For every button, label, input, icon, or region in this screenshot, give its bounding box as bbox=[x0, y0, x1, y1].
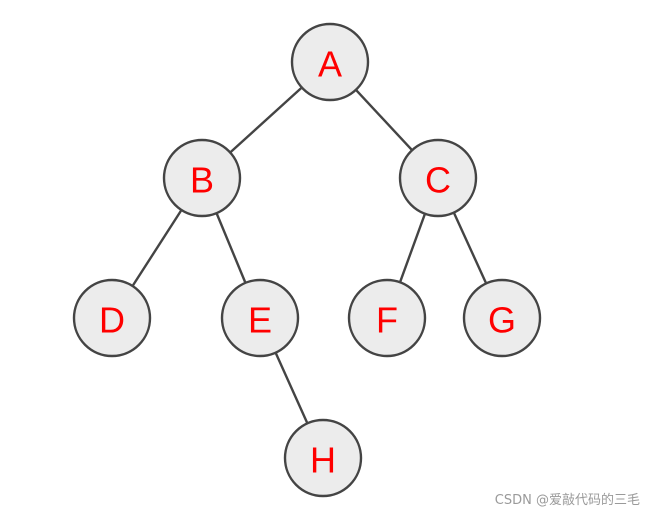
node-circle-G bbox=[462, 278, 542, 358]
node-G: G bbox=[462, 278, 542, 358]
tree-edges bbox=[131, 86, 488, 424]
edge-A-B bbox=[229, 86, 303, 154]
edge-A-C bbox=[355, 88, 413, 152]
node-label-G: G bbox=[488, 300, 516, 341]
node-circle-D bbox=[72, 278, 152, 358]
node-E: E bbox=[220, 278, 300, 358]
edge-E-H bbox=[274, 352, 309, 424]
node-label-H: H bbox=[310, 440, 336, 481]
node-label-E: E bbox=[248, 300, 272, 341]
node-label-F: F bbox=[376, 300, 398, 341]
edge-C-F bbox=[398, 213, 427, 283]
edge-C-G bbox=[452, 212, 488, 284]
node-label-D: D bbox=[99, 300, 125, 341]
node-circle-E bbox=[220, 278, 300, 358]
node-label-A: A bbox=[318, 44, 342, 85]
node-A: A bbox=[290, 22, 370, 102]
edge-B-D bbox=[131, 209, 183, 287]
node-circle-C bbox=[398, 138, 478, 218]
node-label-C: C bbox=[425, 160, 451, 201]
node-circle-H bbox=[283, 418, 363, 498]
watermark-text: CSDN @爱敲代码的三毛 bbox=[494, 493, 640, 508]
node-circle-B bbox=[162, 138, 242, 218]
node-F: F bbox=[347, 278, 427, 358]
node-label-B: B bbox=[190, 160, 214, 201]
node-B: B bbox=[162, 138, 242, 218]
tree-nodes: A B C D E F G H bbox=[72, 22, 542, 498]
node-circle-A bbox=[290, 22, 370, 102]
node-circle-F bbox=[347, 278, 427, 358]
node-C: C bbox=[398, 138, 478, 218]
node-H: H bbox=[283, 418, 363, 498]
node-D: D bbox=[72, 278, 152, 358]
edge-B-E bbox=[215, 212, 247, 284]
